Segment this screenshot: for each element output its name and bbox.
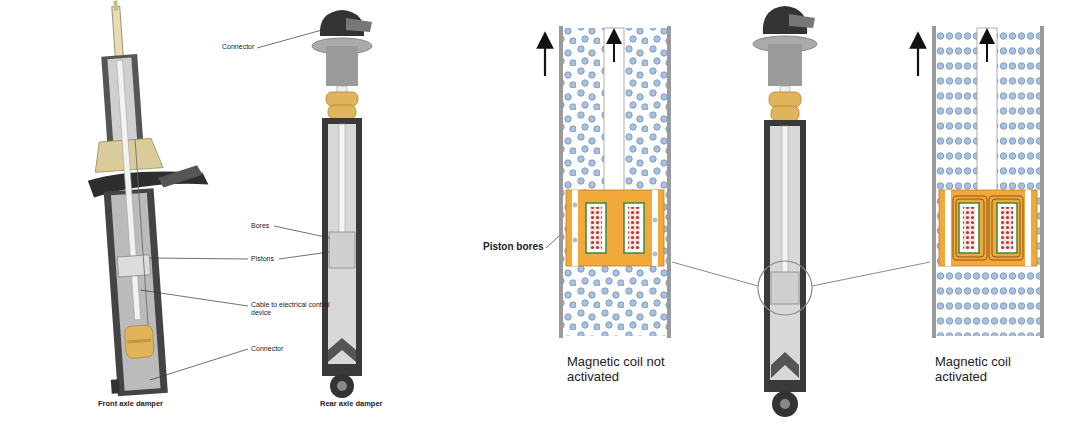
- inset-activated: [918, 26, 1044, 338]
- inset-not-activated: [545, 26, 671, 338]
- state-caption: Magnetic coil not activated: [567, 355, 687, 385]
- part-label: Bores: [251, 222, 269, 230]
- rear-damper: [312, 10, 372, 398]
- middle-damper: [753, 6, 817, 417]
- state-caption: Magnetic coil activated: [935, 355, 1031, 385]
- part-label: Pistons: [251, 255, 274, 263]
- damper-caption: Front axle damper: [98, 400, 163, 409]
- part-label: Cable to electrical control device: [251, 301, 333, 317]
- damper-caption: Rear axle damper: [320, 400, 383, 409]
- part-label: Piston bores: [483, 241, 544, 253]
- part-label: Connector: [222, 43, 254, 51]
- leader-lines: [140, 30, 574, 380]
- front-damper: [75, 0, 222, 397]
- zoom-lines: [672, 262, 930, 286]
- part-label: Connector: [251, 345, 283, 353]
